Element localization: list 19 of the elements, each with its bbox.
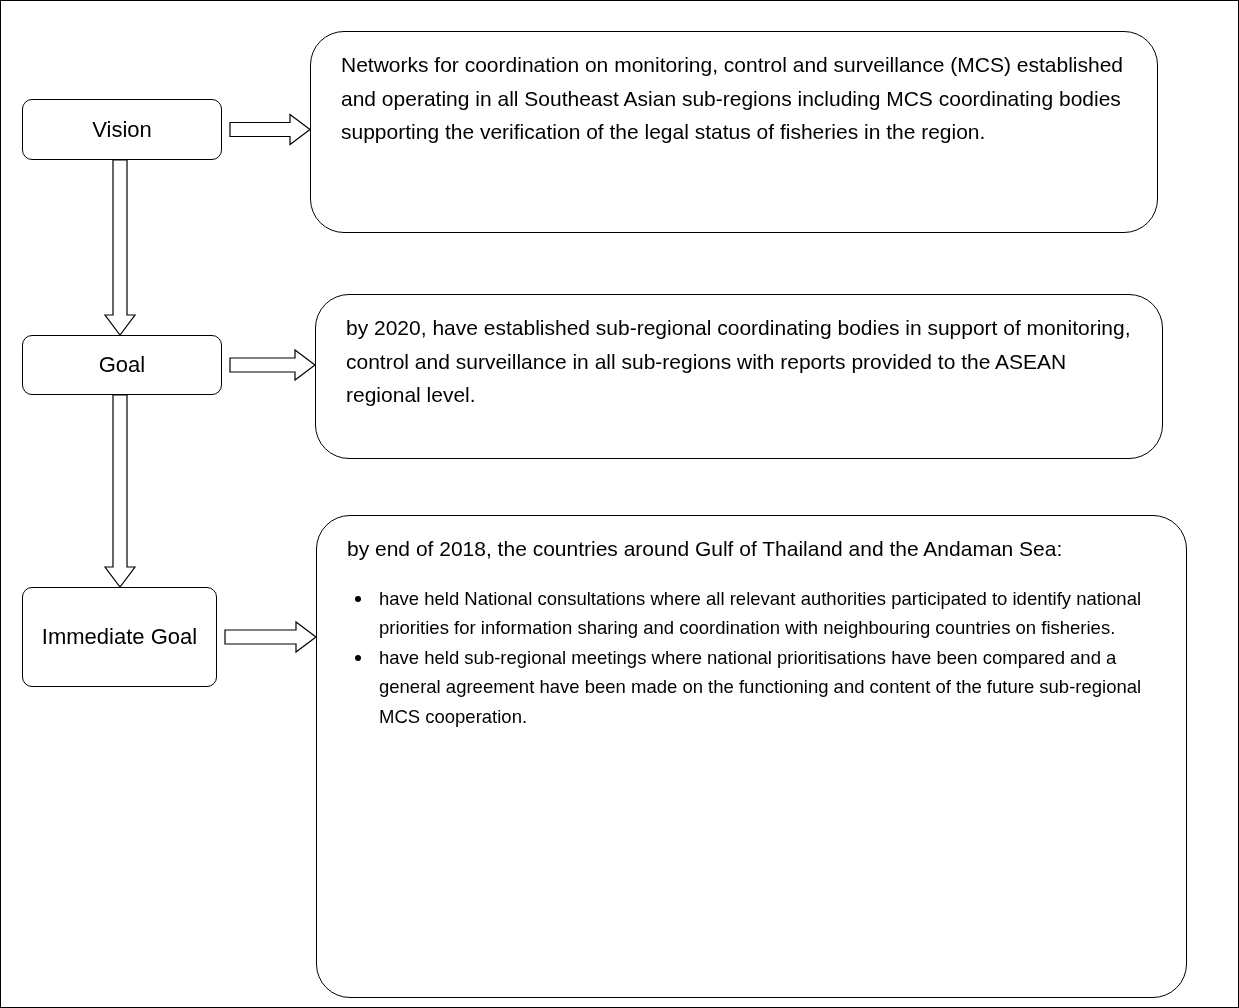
block-arrow <box>229 348 316 382</box>
block-arrow <box>103 159 137 336</box>
description-text: by 2020, have established sub-regional coordinating bodies in support of monitoring, control and surveillance in all sub-regions with reports provided to the ASEAN regional level. <box>346 315 1132 409</box>
description-box <box>316 515 1187 998</box>
description-text: Networks for coordination on monitoring, control and surveillance (MCS) established and operating in all Southeast Asian sub-regions including MCS coordinating bodies supporting the verification of the legal status of fisheries in the region. <box>341 52 1125 146</box>
block-arrow <box>103 394 137 588</box>
description-box <box>315 294 1163 459</box>
block-arrow <box>229 113 311 146</box>
description-box <box>310 31 1158 233</box>
label-box <box>22 99 222 160</box>
box-label: Immediate Goal <box>41 623 198 652</box>
label-box <box>22 587 217 687</box>
box-label: Vision <box>92 115 152 144</box>
bullet-item: have held sub-regional meetings where national prioritisations have been compared and a general agreement have been made on the functioning and content of the future sub-regional MCS cooperation. <box>379 646 1142 727</box>
label-box <box>22 335 222 395</box>
block-arrow <box>224 620 317 654</box>
box-label: Goal <box>98 351 146 380</box>
description-text: by end of 2018, the countries around Gulf of Thailand and the Andaman Sea: <box>347 536 1064 562</box>
bullet-item: have held National consultations where all relevant authorities participated to identify national priorities for information sharing and coordination with neighbouring countries on fisheries. <box>379 587 1142 639</box>
